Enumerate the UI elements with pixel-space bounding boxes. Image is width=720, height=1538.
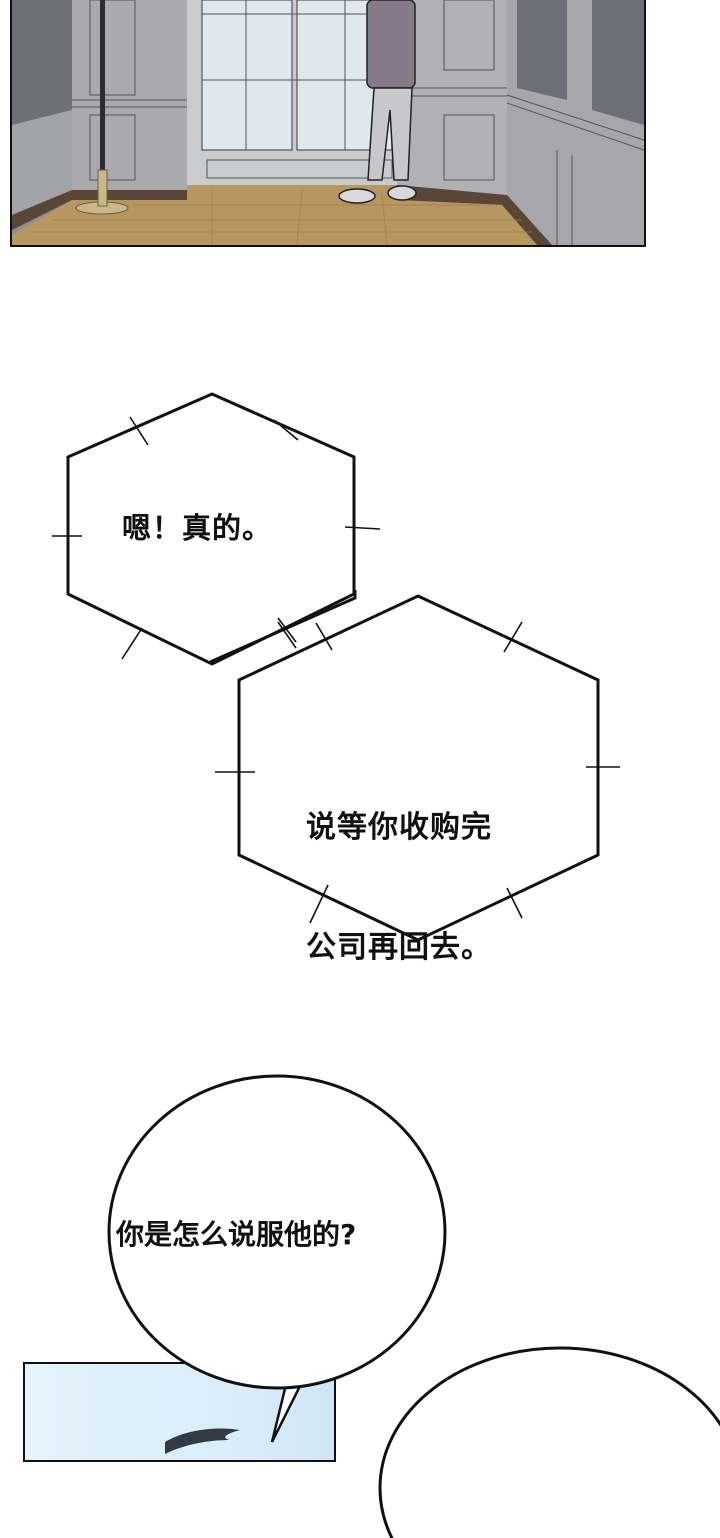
bubble-2-line-1: 说等你收购完 bbox=[306, 810, 492, 845]
speech-bubble-oval-1: 你是怎么说服他的? bbox=[100, 1070, 450, 1450]
room-scene-panel bbox=[10, 0, 646, 247]
speech-bubble-oval-2 bbox=[370, 1338, 720, 1538]
oval-bubble-outline bbox=[107, 1074, 447, 1443]
hexagon-bubble-outline bbox=[210, 590, 620, 942]
oval-bubble-outline bbox=[378, 1346, 720, 1538]
bubble-2-line-2: 公司再回去。 bbox=[306, 930, 492, 965]
room-scene-illustration bbox=[12, 0, 644, 245]
bubble-3-text: 你是怎么说服他的? bbox=[116, 1218, 357, 1251]
speech-bubble-hexagon-2: 说等你收购完 公司再回去。 bbox=[210, 590, 630, 965]
hexagon-bubble-outline bbox=[52, 392, 381, 666]
bubble-1-text: 嗯！真的。 bbox=[122, 511, 273, 545]
bubble-2-text: 说等你收购完 公司再回去。 bbox=[306, 728, 492, 1048]
speech-bubble-hexagon-1: 嗯！真的。 bbox=[50, 390, 390, 670]
